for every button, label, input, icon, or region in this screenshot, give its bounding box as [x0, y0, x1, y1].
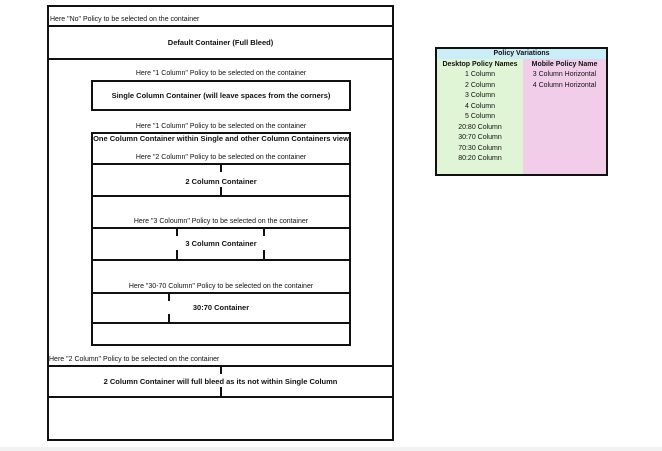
note-2col-outer: Here "2 Column" Policy to be selected on… [49, 356, 220, 363]
three-column-container-label: 3 Column Container [185, 239, 257, 248]
single-column-container-label: Single Column Container (will leave spac… [111, 91, 331, 100]
single-column-container [91, 80, 351, 111]
desktop-policy-item: 4 Column [465, 102, 495, 110]
container-3070-label: 30:70 Container [192, 303, 250, 312]
note-1col-a: Here "1 Column" Policy to be selected on… [135, 70, 307, 77]
two-column-full-bleed-label: 2 Column Container will full bleed as it… [103, 377, 338, 386]
divider-3col-tick-left-top [176, 227, 178, 236]
outer-frame [47, 5, 394, 441]
policy-variations-table: Policy Variations Desktop Policy Names 1… [435, 47, 608, 176]
default-container-label: Default Container (Full Bleed) [167, 38, 274, 47]
divider-2col-bottom [91, 195, 351, 197]
mobile-policy-header: Mobile Policy Name [531, 61, 598, 68]
desktop-policy-header: Desktop Policy Names [442, 61, 518, 68]
desktop-policy-list: 1 Column 2 Column 3 Column 4 Column 5 Column… [437, 70, 523, 165]
note-3070: Here "30-70 Column" Policy to be selecte… [128, 283, 314, 290]
desktop-policy-item: 2 Column [465, 81, 495, 89]
outer-note: Here "No" Policy to be selected on the c… [50, 16, 200, 23]
note-2col: Here "2 Column" Policy to be selected on… [135, 154, 307, 161]
divider-outer-2col-tick-top [220, 365, 222, 374]
note-1col-b: Here "1 Column" Policy to be selected on… [135, 123, 307, 130]
mobile-policy-item: 4 Column Horizontal [532, 81, 597, 89]
desktop-policy-item: 5 Column [465, 113, 495, 120]
divider-top [47, 25, 394, 27]
divider-3070-top [91, 292, 351, 294]
divider-3col-tick-right-bottom [263, 250, 265, 259]
divider-outer-2col-bottom [47, 396, 394, 398]
two-column-container-label: 2 Column Container [185, 177, 257, 186]
desktop-policy-item: 1 Column [465, 71, 495, 78]
divider-2col-tick-bottom [220, 187, 222, 196]
note-3col: Here "3 Coloumn" Policy to be selected o… [133, 218, 309, 225]
mobile-policy-list: 3 Column Horizontal 4 Column Horizontal [523, 70, 606, 91]
mobile-policy-column: Mobile Policy Name 3 Column Horizontal 4 … [523, 59, 606, 174]
desktop-policy-item: 70:30 Column [458, 144, 502, 152]
divider-3070-tick-top [168, 292, 170, 301]
one-column-container-title: One Column Container within Single and o… [93, 134, 349, 143]
divider-3col-top [91, 227, 351, 229]
desktop-policy-column: Desktop Policy Names 1 Column 2 Column 3 C… [437, 59, 525, 174]
divider-3col-bottom [91, 259, 351, 261]
bottom-strip [0, 447, 662, 451]
one-column-container [91, 132, 351, 346]
mobile-policy-item: 3 Column Horizontal [532, 71, 597, 78]
divider-3col-tick-right-top [263, 227, 265, 236]
divider-3col-tick-left-bottom [176, 250, 178, 259]
divider-default [47, 58, 394, 60]
divider-2col-tick-top [220, 163, 222, 172]
desktop-policy-item: 30:70 Column [458, 134, 502, 141]
divider-3070-bottom [91, 322, 351, 324]
desktop-policy-item: 20:80 Column [458, 123, 502, 131]
divider-3070-tick-bottom [168, 314, 170, 323]
desktop-policy-item: 3 Column [465, 92, 495, 99]
desktop-policy-item: 80:20 Column [458, 155, 502, 162]
divider-outer-2col-tick-bottom [220, 387, 222, 396]
